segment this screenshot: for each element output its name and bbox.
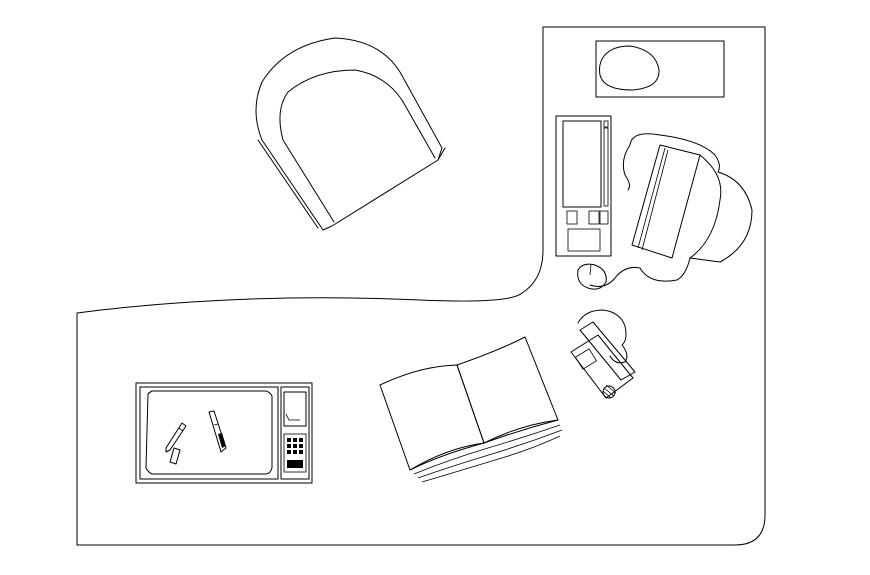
fountain-pen (208, 410, 227, 453)
telephone (570, 309, 636, 399)
desk-organizer-tray (135, 382, 313, 484)
pen-cap (169, 447, 181, 465)
computer-tower (555, 115, 612, 257)
open-book (379, 336, 563, 483)
mouse (577, 263, 607, 290)
desk-lamp-base (595, 40, 725, 98)
pen (165, 422, 187, 453)
armchair (255, 37, 446, 231)
l-shaped-desk (76, 26, 766, 546)
monitor (589, 133, 753, 287)
keypad (287, 438, 303, 468)
